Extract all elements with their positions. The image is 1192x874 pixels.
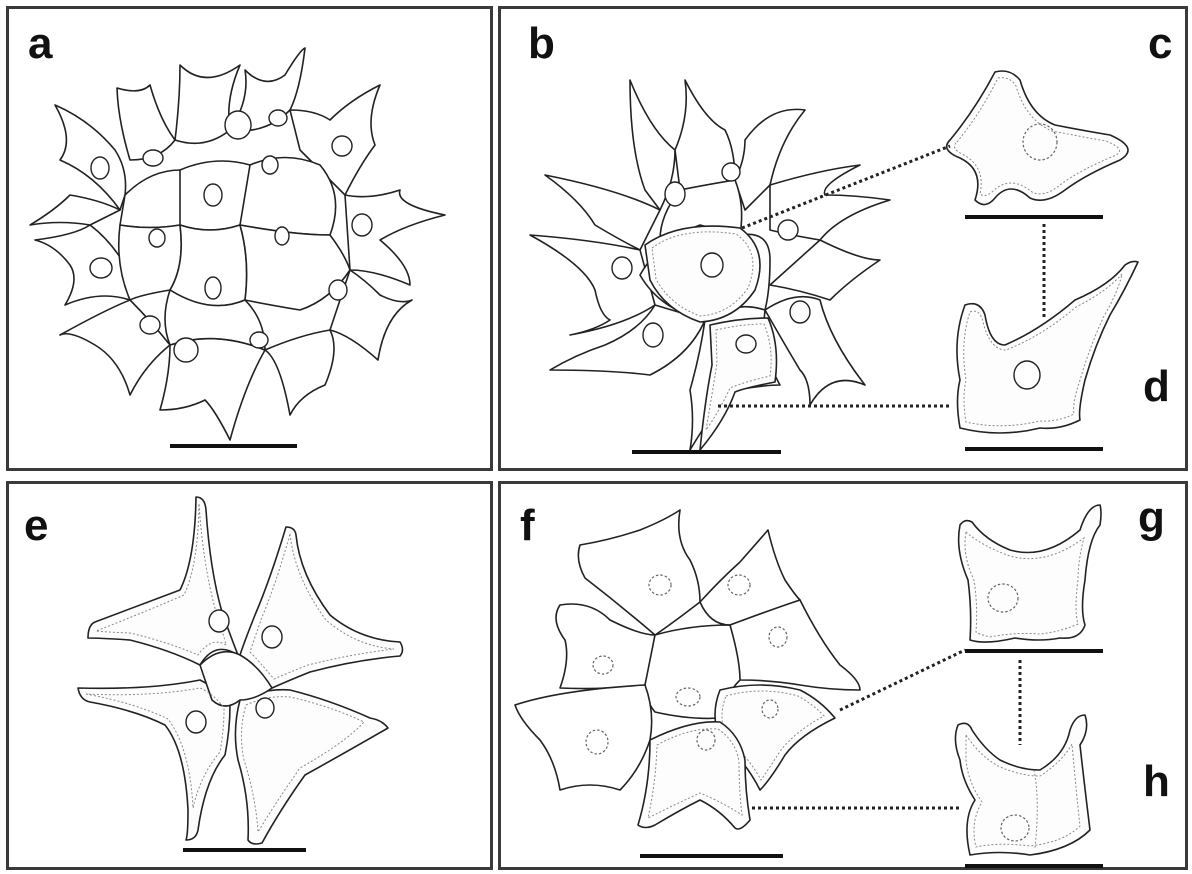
colony-a — [30, 48, 445, 440]
cell-d — [957, 261, 1138, 433]
panel-label-b: b — [528, 22, 555, 66]
colony-e — [78, 497, 403, 844]
panel-label-f: f — [520, 504, 535, 548]
cell-c — [947, 71, 1128, 205]
colony-f — [515, 510, 860, 829]
cell-h — [955, 715, 1090, 855]
colony-b — [530, 80, 890, 450]
panel-label-c: c — [1148, 22, 1172, 66]
panel-label-h: h — [1143, 760, 1170, 804]
panel-label-e: e — [24, 504, 48, 548]
panel-label-g: g — [1138, 496, 1165, 540]
panel-label-d: d — [1143, 365, 1170, 409]
cell-g — [959, 505, 1101, 642]
panel-label-a: a — [28, 22, 52, 66]
connector-f-g — [840, 650, 965, 710]
